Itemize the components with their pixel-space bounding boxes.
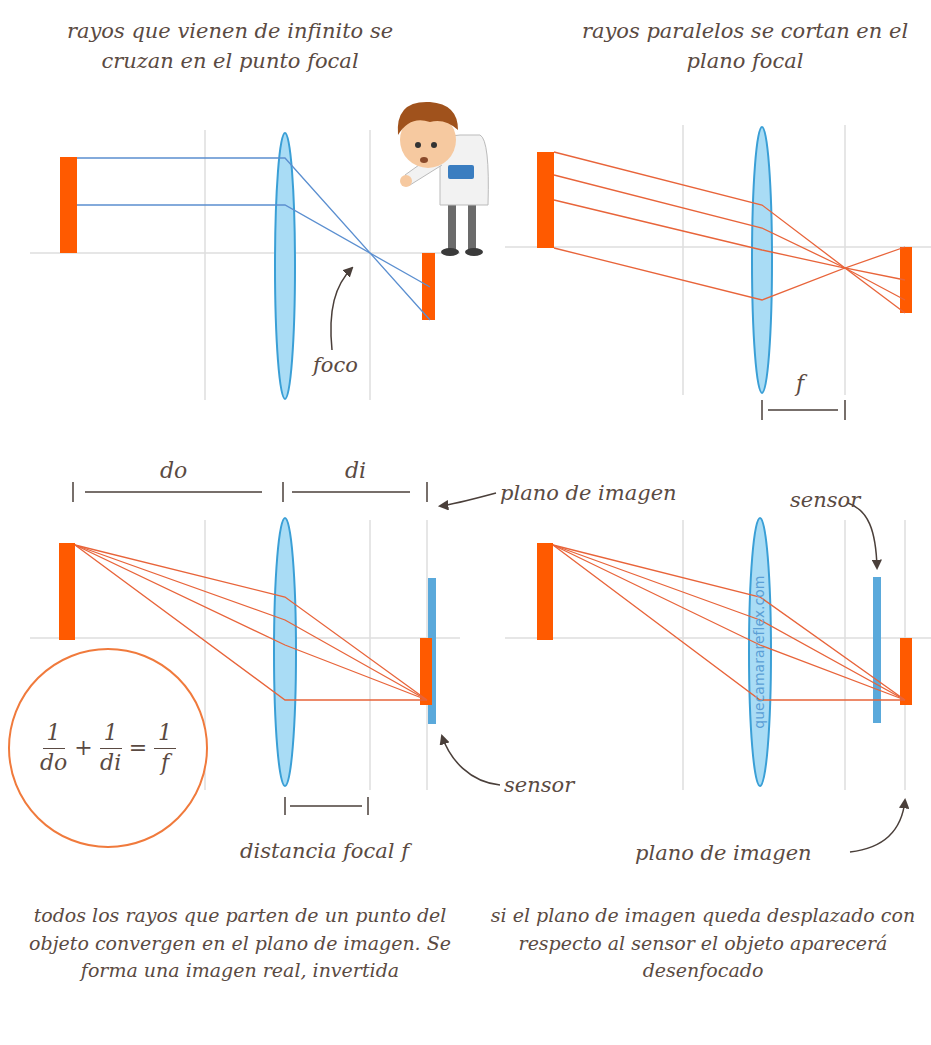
callout-label: plano de imagen	[635, 838, 812, 868]
formula-row: 1do+1di=1f	[36, 719, 180, 777]
dimension-label: do	[160, 455, 187, 487]
formula-term: 1	[100, 719, 122, 749]
formula-term: =	[129, 734, 147, 763]
fraction: 1do	[40, 719, 67, 777]
caption-text: todos los rayos que parten de un punto d…	[15, 902, 465, 985]
formula-term: f	[161, 749, 169, 778]
lens	[274, 127, 772, 786]
object-image	[59, 152, 912, 640]
fraction: 1di	[100, 719, 122, 777]
character	[398, 102, 489, 256]
formula-term: do	[40, 749, 67, 778]
formula-term: 1	[43, 719, 65, 749]
callout-label: plano de imagen	[500, 478, 677, 508]
watermark: quecamarareflex.com	[750, 575, 770, 728]
fraction: 1f	[154, 719, 176, 777]
pointer-arrow	[331, 268, 905, 852]
formula-term: +	[74, 734, 92, 763]
formula-term: 1	[154, 719, 176, 749]
rays	[553, 545, 905, 700]
dimension-label: distancia focal f	[240, 836, 409, 866]
callout-label: sensor	[790, 485, 860, 515]
callout-label: foco	[313, 350, 358, 380]
image	[900, 638, 912, 705]
panel-title: rayos paralelos se cortan en el plano fo…	[555, 16, 931, 77]
formula-term: di	[100, 749, 121, 778]
dimension-label: f	[796, 368, 804, 400]
formula-circle: 1do+1di=1f	[8, 648, 208, 848]
callout-label: sensor	[504, 770, 574, 800]
dimension-label: di	[345, 455, 366, 487]
panel-title: rayos que vienen de infinito se cruzan e…	[30, 16, 430, 77]
rays	[554, 152, 905, 313]
sensor	[428, 577, 881, 724]
caption-text: si el plano de imagen queda desplazado c…	[483, 902, 923, 985]
rays	[77, 158, 430, 320]
image	[420, 638, 432, 705]
